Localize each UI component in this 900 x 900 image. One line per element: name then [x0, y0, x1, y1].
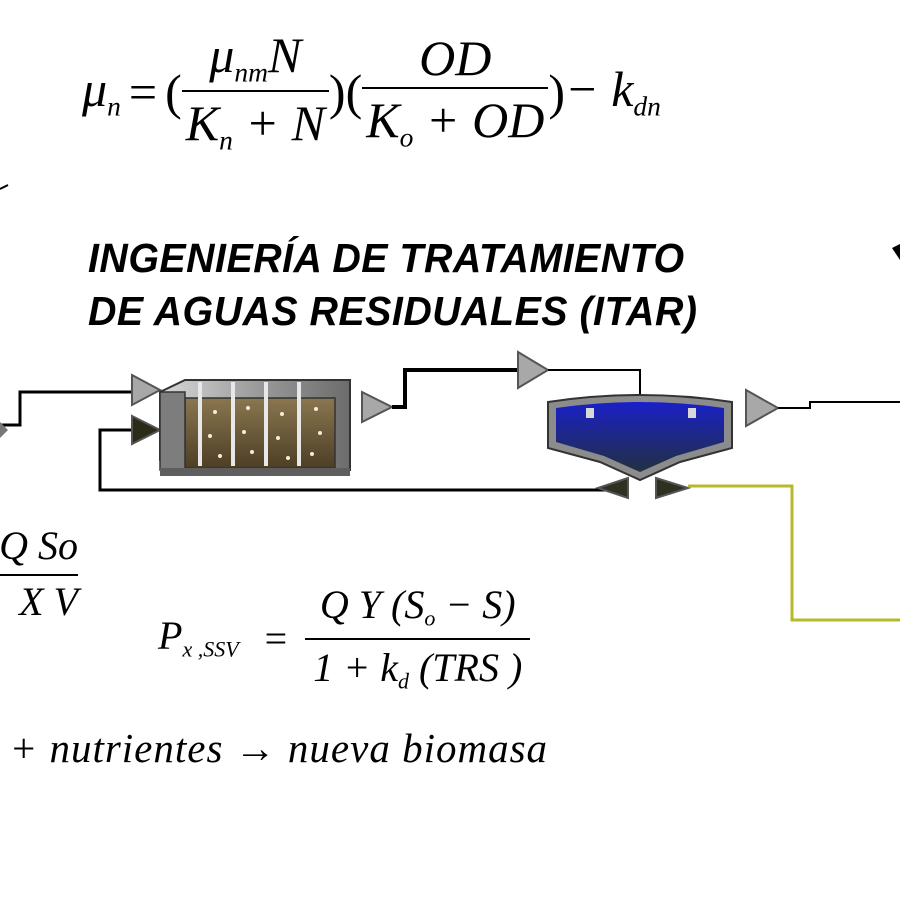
- mixed-liquor-pipe: [392, 368, 520, 409]
- return-sludge-pipe: [98, 428, 610, 492]
- aeration-inlet-arrow-icon: [131, 373, 163, 407]
- partial-fraction-equation: Q So X V: [0, 526, 78, 622]
- clarifier-outlet-arrow-icon: [745, 388, 781, 428]
- clarifier-feed-pipe: [548, 369, 641, 400]
- effluent-pipe: [778, 401, 900, 409]
- close-paren: ): [328, 64, 346, 121]
- influent-pipe: [0, 390, 150, 427]
- mu-n-lhs: μn: [82, 61, 121, 122]
- partial-denominator: X V: [19, 579, 78, 624]
- fraction-numerator: OD: [419, 30, 492, 87]
- recycle-inlet-arrow-icon: [131, 414, 163, 446]
- title-line-1: INGENIERÍA DE TRATAMIENTO: [88, 235, 685, 281]
- left-edge-fragment: [0, 184, 9, 190]
- growth-rate-equation: μn = ( μnmN Kn + N ) ( OD Ko + OD ) − kd…: [82, 30, 661, 154]
- equals-sign: =: [264, 615, 288, 661]
- equals-sign: =: [128, 64, 158, 121]
- px-denominator: 1 + kd (TRS ): [313, 644, 523, 694]
- waste-sludge-pipe: [688, 484, 900, 622]
- aeration-outlet-arrow-icon: [361, 390, 395, 424]
- px-numerator: Q Y (So − S): [319, 582, 516, 631]
- open-paren: (: [345, 64, 363, 121]
- biomass-production-equation: Px ,SSV = Q Y (So − S) 1 + kd (TRS ): [158, 582, 531, 694]
- close-paren: ): [548, 64, 565, 121]
- px-lhs: Px ,SSV: [158, 613, 239, 663]
- clarifier-inlet-arrow-icon: [517, 350, 550, 390]
- reaction-text: + nutrientes → nueva biomasa: [0, 725, 549, 771]
- aeration-tank: [159, 379, 351, 476]
- decay-term: − kdn: [564, 61, 661, 122]
- nitrogen-fraction: μnmN Kn + N: [181, 27, 329, 156]
- fraction-denominator: Kn + N: [185, 95, 325, 156]
- px-fraction: Q Y (So − S) 1 + kd (TRS ): [305, 582, 531, 694]
- underflow-left-arrow-icon: [594, 476, 629, 500]
- fraction-denominator: Ko + OD: [366, 92, 545, 153]
- secondary-clarifier: [547, 394, 733, 482]
- fraction-numerator: μnmN: [209, 27, 302, 88]
- inlet-arrow-icon: [0, 422, 8, 438]
- right-edge-fragment: [892, 244, 900, 260]
- title-line-2: DE AGUAS RESIDUALES (ITAR): [88, 288, 698, 334]
- underflow-right-arrow-icon: [655, 476, 692, 500]
- activated-sludge-process-diagram: [0, 350, 900, 622]
- open-paren: (: [165, 64, 182, 121]
- biomass-reaction-equation: 2 + nutrientes → nueva biomasa: [0, 728, 548, 774]
- partial-numerator: Q So: [0, 523, 78, 568]
- page-title: INGENIERÍA DE TRATAMIENTO DE AGUAS RESID…: [88, 232, 779, 338]
- oxygen-fraction: OD Ko + OD: [362, 30, 549, 153]
